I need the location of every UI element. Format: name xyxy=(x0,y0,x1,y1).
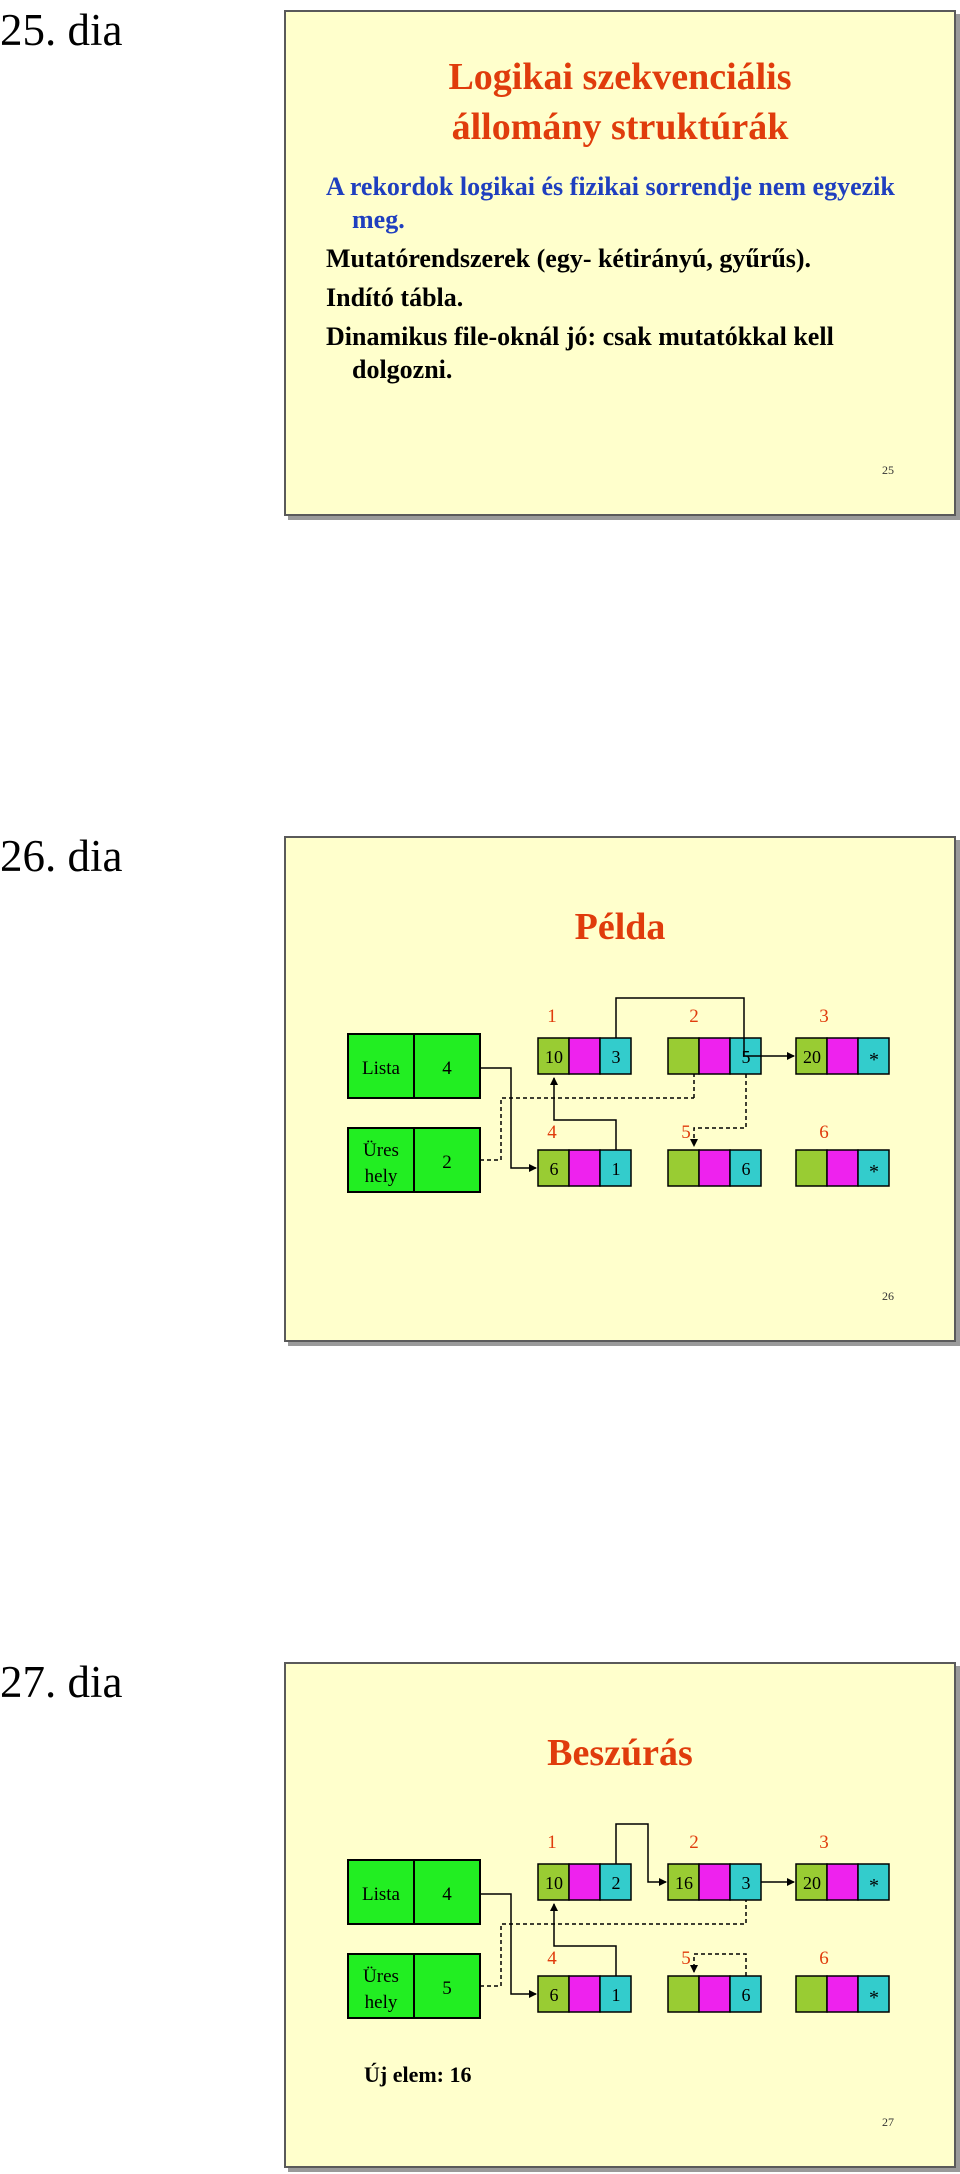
svg-text:4: 4 xyxy=(442,1884,452,1905)
svg-text:3: 3 xyxy=(819,1006,829,1027)
slide-25-bullets: A rekordok logikai és fizikai sorrendje … xyxy=(326,170,926,392)
slide-27: Beszúrás Lista 4 Üres hely 5 1 10 2 xyxy=(284,1662,956,2168)
svg-text:5: 5 xyxy=(681,1948,691,1969)
ures-hely-box: Üres hely 5 xyxy=(347,1953,481,2019)
slide-26-title: Példa xyxy=(574,906,666,948)
svg-text:1: 1 xyxy=(612,1985,621,2005)
record-number: 1 xyxy=(547,1006,557,1027)
record-3: 3 20 * xyxy=(795,1006,890,1075)
linked-list-diagram: Lista 4 Üres hely 2 1 10 3 2 5 xyxy=(347,997,890,1193)
record-4: 4 6 1 xyxy=(537,1948,632,2013)
record-5: 5 6 xyxy=(667,1122,762,1187)
bullet-item: Dinamikus file-oknál jó: csak mutatókkal… xyxy=(326,322,834,384)
slide-26: Példa Lista 4 Üres hely 2 1 10 3 xyxy=(284,836,956,1342)
svg-text:2: 2 xyxy=(612,1873,621,1893)
svg-text:3: 3 xyxy=(742,1873,751,1893)
svg-text:5: 5 xyxy=(742,1047,751,1067)
svg-text:5: 5 xyxy=(681,1122,691,1143)
bullet-item: A rekordok logikai és fizikai sorrendje … xyxy=(326,172,895,234)
record-2: 2 16 3 xyxy=(667,1832,762,1901)
svg-text:10: 10 xyxy=(545,1873,563,1893)
svg-text:20: 20 xyxy=(803,1047,821,1067)
svg-text:Lista: Lista xyxy=(362,1884,401,1905)
pointer-arrows xyxy=(480,1823,795,1998)
record-3: 3 20 * xyxy=(795,1832,890,1901)
slide-25-label: 25. dia xyxy=(0,5,123,55)
svg-text:*: * xyxy=(869,1987,879,2009)
svg-text:Üres: Üres xyxy=(363,1140,399,1161)
svg-text:2: 2 xyxy=(689,1832,699,1853)
record-5: 5 6 xyxy=(667,1948,762,2013)
slide-number: 25 xyxy=(882,463,894,477)
ures-value: 2 xyxy=(442,1152,452,1173)
new-element-label: Új elem: 16 xyxy=(364,2062,472,2087)
bullet-item: Mutatórendszerek (egy- kétirányú, gyűrűs… xyxy=(326,244,812,273)
svg-text:*: * xyxy=(869,1875,879,1897)
svg-text:3: 3 xyxy=(612,1047,621,1067)
record-1: 1 10 3 xyxy=(537,1006,632,1075)
svg-text:1: 1 xyxy=(547,1832,557,1853)
svg-text:20: 20 xyxy=(803,1873,821,1893)
svg-text:5: 5 xyxy=(442,1978,452,1999)
svg-text:4: 4 xyxy=(547,1948,557,1969)
lista-box: Lista 4 xyxy=(347,1033,481,1099)
svg-text:6: 6 xyxy=(742,1985,751,2005)
slide-27-label: 27. dia xyxy=(0,1657,123,1707)
lista-box: Lista 4 xyxy=(347,1859,481,1925)
svg-text:6: 6 xyxy=(550,1985,559,2005)
svg-text:6: 6 xyxy=(819,1122,829,1143)
slide-27-title: Beszúrás xyxy=(547,1732,693,1774)
bullet-item: Indító tábla. xyxy=(326,283,464,312)
slide-25-title: Logikai szekvenciális állomány struktúrá… xyxy=(448,56,792,148)
slide-25: Logikai szekvenciális állomány struktúrá… xyxy=(284,10,956,516)
svg-text:Üres: Üres xyxy=(363,1966,399,1987)
svg-text:3: 3 xyxy=(819,1832,829,1853)
svg-text:10: 10 xyxy=(545,1047,563,1067)
slide-26-label: 26. dia xyxy=(0,831,123,881)
svg-text:hely: hely xyxy=(365,1166,398,1187)
pointer-arrows xyxy=(480,997,795,1172)
svg-text:6: 6 xyxy=(819,1948,829,1969)
svg-text:4: 4 xyxy=(547,1122,557,1143)
svg-text:6: 6 xyxy=(550,1159,559,1179)
record-4: 4 6 1 xyxy=(537,1122,632,1187)
svg-text:hely: hely xyxy=(365,1992,398,2013)
record-1: 1 10 2 xyxy=(537,1832,632,1901)
svg-text:*: * xyxy=(869,1049,879,1071)
lista-label: Lista xyxy=(362,1058,401,1079)
record-6: 6 * xyxy=(795,1948,890,2013)
record-6: 6 * xyxy=(795,1122,890,1187)
lista-value: 4 xyxy=(442,1058,452,1079)
record-2: 2 5 xyxy=(667,1006,762,1075)
slide-number: 27 xyxy=(882,2115,894,2129)
linked-list-diagram: Lista 4 Üres hely 5 1 10 2 2 16 3 3 xyxy=(347,1823,890,2019)
svg-text:16: 16 xyxy=(675,1873,693,1893)
svg-text:*: * xyxy=(869,1161,879,1183)
ures-hely-box: Üres hely 2 xyxy=(347,1127,481,1193)
slide-number: 26 xyxy=(882,1289,894,1303)
svg-text:6: 6 xyxy=(742,1159,751,1179)
svg-text:1: 1 xyxy=(612,1159,621,1179)
svg-text:2: 2 xyxy=(689,1006,699,1027)
